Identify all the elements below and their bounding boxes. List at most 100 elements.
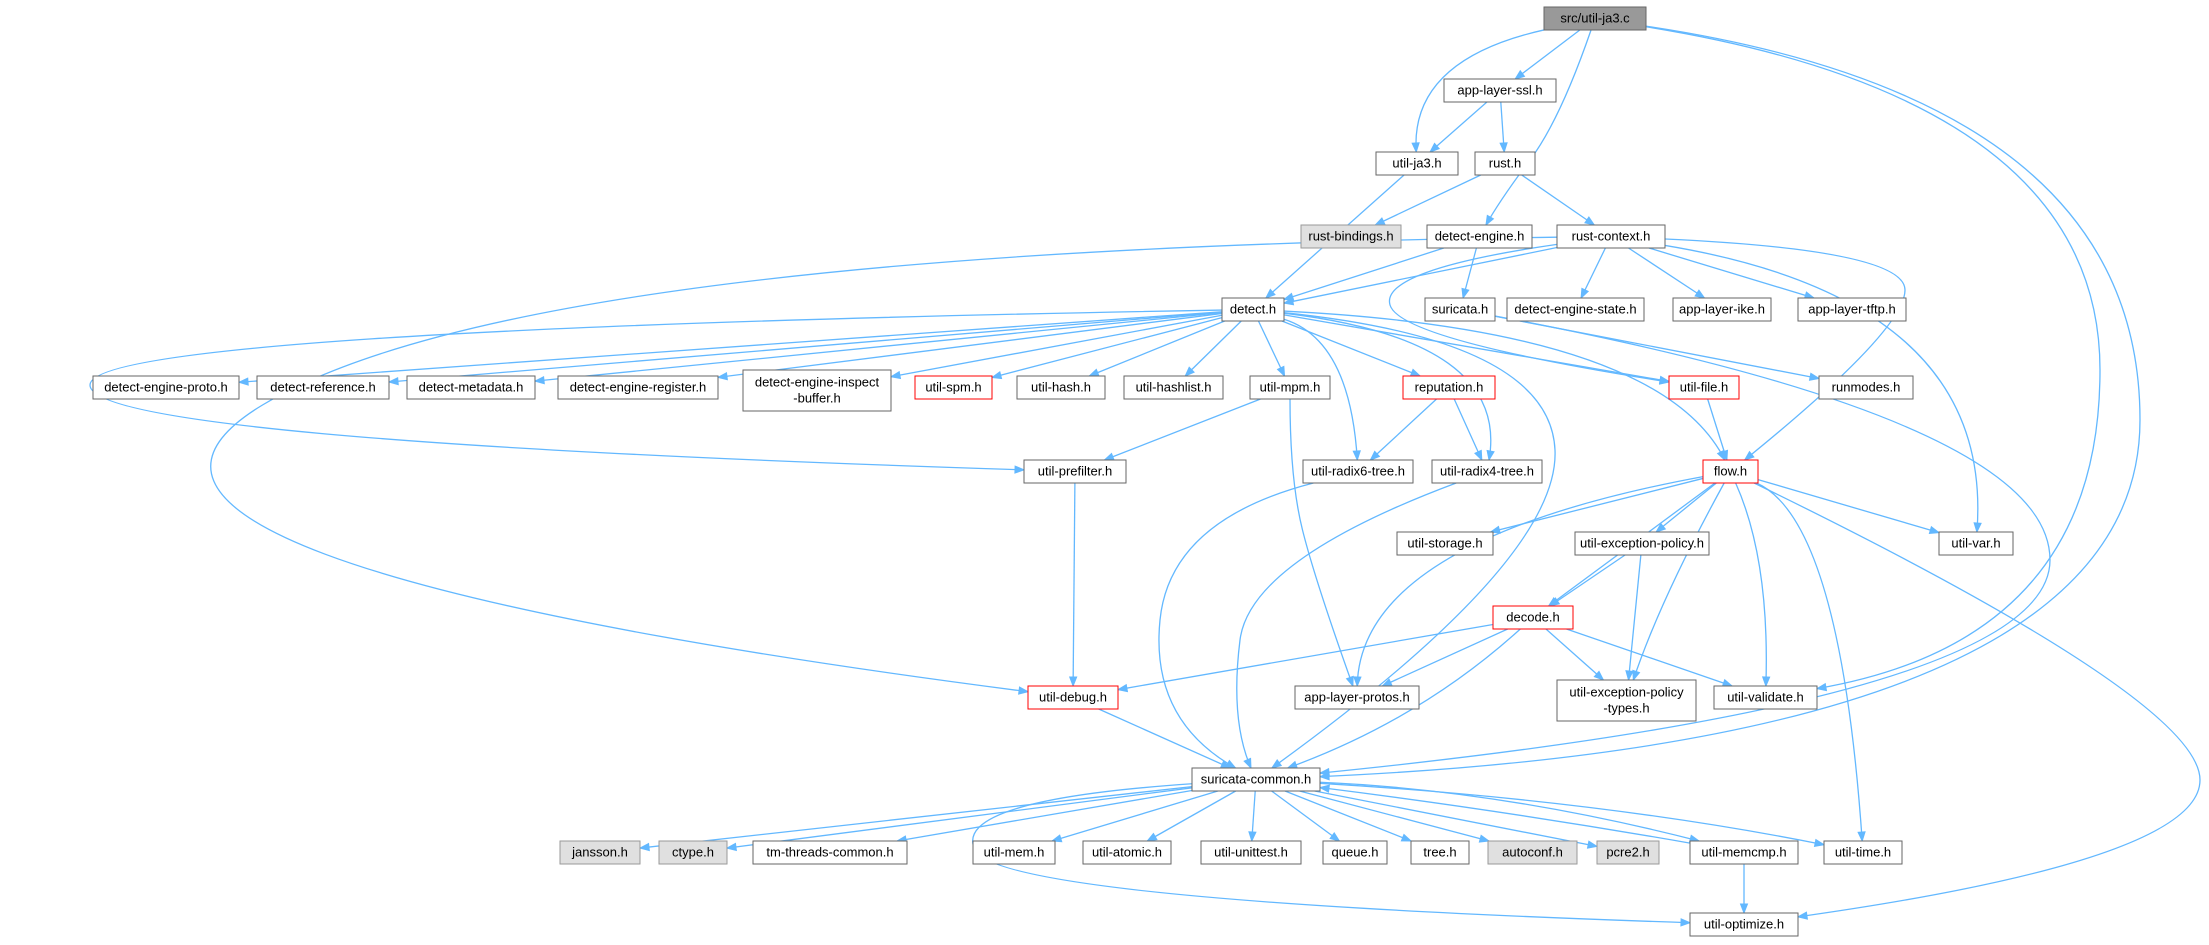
node-ja3h[interactable]: util-ja3.h	[1375, 151, 1459, 176]
arrowhead	[1345, 675, 1354, 688]
node-ike[interactable]: app-layer-ike.h	[1672, 297, 1772, 322]
edge-rust-to-rustbind	[1374, 174, 1482, 226]
node-debug[interactable]: util-debug.h	[1027, 685, 1119, 710]
node-suricata[interactable]: suricata.h	[1424, 297, 1496, 322]
node-box	[742, 369, 892, 412]
edge-rustctx-to-destate	[1580, 247, 1606, 300]
arrowhead	[1050, 834, 1063, 843]
node-tftp[interactable]: app-layer-tftp.h	[1797, 297, 1907, 322]
node-label: detect-metadata.h	[419, 380, 524, 395]
arrowhead	[1248, 831, 1257, 843]
node-label: util-optimize.h	[1704, 917, 1784, 932]
edge-detect-to-deinsp	[889, 314, 1223, 380]
node-exctypes[interactable]: util-exception-policy-types.h	[1556, 679, 1697, 722]
node-mpm[interactable]: util-mpm.h	[1249, 375, 1331, 400]
arrowhead	[237, 377, 249, 386]
node-tree[interactable]: tree.h	[1410, 840, 1470, 865]
edge-flow-to-storage	[1489, 477, 1704, 534]
node-box	[1556, 224, 1666, 249]
node-spm[interactable]: util-spm.h	[914, 375, 993, 400]
edge-ja3c-to-ja3h	[1411, 29, 1545, 154]
edge-common-to-tree	[1284, 790, 1413, 842]
node-box	[1410, 840, 1470, 865]
edge-ja3c-to-common	[1318, 25, 2141, 781]
node-unittest[interactable]: util-unittest.h	[1200, 840, 1302, 865]
node-deproto[interactable]: detect-engine-proto.h	[92, 375, 240, 400]
node-flow[interactable]: flow.h	[1702, 459, 1759, 484]
node-radix6[interactable]: util-radix6-tree.h	[1302, 459, 1414, 484]
node-rust[interactable]: rust.h	[1474, 151, 1536, 176]
node-box	[1375, 151, 1459, 176]
arrowhead	[1593, 670, 1605, 681]
arrowhead	[387, 376, 399, 386]
node-mem[interactable]: util-mem.h	[972, 840, 1056, 865]
node-reput[interactable]: reputation.h	[1402, 375, 1496, 400]
node-tmthreads[interactable]: tm-threads-common.h	[752, 840, 908, 865]
node-box	[752, 840, 908, 865]
arrowhead	[1743, 450, 1755, 461]
node-memcmp[interactable]: util-memcmp.h	[1689, 840, 1799, 865]
node-detengine[interactable]: detect-engine.h	[1426, 224, 1533, 249]
node-deinsp[interactable]: detect-engine-inspect-buffer.h	[742, 369, 892, 412]
node-storage[interactable]: util-storage.h	[1396, 531, 1494, 556]
node-box	[1818, 375, 1914, 400]
node-prefilter[interactable]: util-prefilter.h	[1023, 459, 1127, 484]
node-label: util-mpm.h	[1260, 380, 1321, 395]
edge-flow-to-var	[1757, 478, 1941, 535]
edge-common-to-time	[1319, 782, 1826, 848]
node-file[interactable]: util-file.h	[1668, 375, 1740, 400]
node-runmodes[interactable]: runmodes.h	[1818, 375, 1914, 400]
node-box	[1543, 6, 1647, 31]
node-ssl[interactable]: app-layer-ssl.h	[1443, 78, 1557, 103]
arrowhead	[1318, 767, 1330, 777]
node-var[interactable]: util-var.h	[1938, 531, 2014, 556]
node-optimize[interactable]: util-optimize.h	[1689, 912, 1799, 937]
node-box	[1082, 840, 1172, 865]
edge-rust-to-rustctx	[1521, 174, 1596, 226]
node-detect[interactable]: detect.h	[1221, 297, 1285, 322]
edge-reput-to-radix6	[1369, 398, 1437, 461]
node-jansson: jansson.h	[559, 840, 641, 865]
edge-file-to-flow	[1707, 398, 1729, 462]
node-atomic[interactable]: util-atomic.h	[1082, 840, 1172, 865]
node-box	[92, 375, 240, 400]
node-destate[interactable]: detect-engine-state.h	[1506, 297, 1645, 322]
node-label: util-debug.h	[1039, 690, 1107, 705]
node-dref[interactable]: detect-reference.h	[256, 375, 390, 400]
node-label: runmodes.h	[1832, 380, 1901, 395]
arrowhead	[1721, 678, 1734, 687]
edge-reput-to-radix4	[1453, 398, 1483, 462]
node-label: src/util-ja3.c	[1560, 11, 1630, 26]
node-hashlist[interactable]: util-hashlist.h	[1123, 375, 1224, 400]
node-decode[interactable]: decode.h	[1492, 605, 1574, 630]
node-label: app-layer-ike.h	[1679, 302, 1765, 317]
node-radix4[interactable]: util-radix4-tree.h	[1431, 459, 1543, 484]
node-label: detect-engine-state.h	[1514, 302, 1636, 317]
edge-rustctx-to-var	[1664, 244, 1982, 534]
node-exc[interactable]: util-exception-policy.h	[1574, 531, 1710, 556]
node-common[interactable]: suricata-common.h	[1191, 767, 1321, 792]
arrowhead	[1018, 686, 1030, 695]
arrowhead	[1369, 450, 1381, 461]
node-time[interactable]: util-time.h	[1823, 840, 1903, 865]
node-dereg[interactable]: detect-engine-register.h	[557, 375, 719, 400]
node-validate[interactable]: util-validate.h	[1713, 685, 1818, 710]
edge-common-to-pcre2	[1314, 790, 1599, 849]
node-box	[1426, 224, 1533, 249]
edge-flow-to-exctypes	[1632, 482, 1725, 682]
edge-flow-to-optimize	[1753, 482, 2201, 920]
edge-detengine-to-suricata	[1461, 247, 1478, 300]
node-ja3c[interactable]: src/util-ja3.c	[1543, 6, 1647, 31]
node-hash[interactable]: util-hash.h	[1016, 375, 1106, 400]
arrowhead	[1499, 142, 1508, 154]
node-label: util-radix6-tree.h	[1311, 464, 1405, 479]
node-queue[interactable]: queue.h	[1322, 840, 1388, 865]
edge-memcmp-to-common	[1318, 784, 1691, 844]
edge-detect-to-hashlist	[1184, 320, 1242, 377]
node-protos[interactable]: app-layer-protos.h	[1294, 685, 1420, 710]
node-dmeta[interactable]: detect-metadata.h	[406, 375, 536, 400]
node-rustctx[interactable]: rust-context.h	[1556, 224, 1666, 249]
node-box	[1487, 840, 1578, 865]
edge-detect-to-deproto	[237, 311, 1223, 386]
edge-detect-to-radix6	[1283, 318, 1361, 462]
